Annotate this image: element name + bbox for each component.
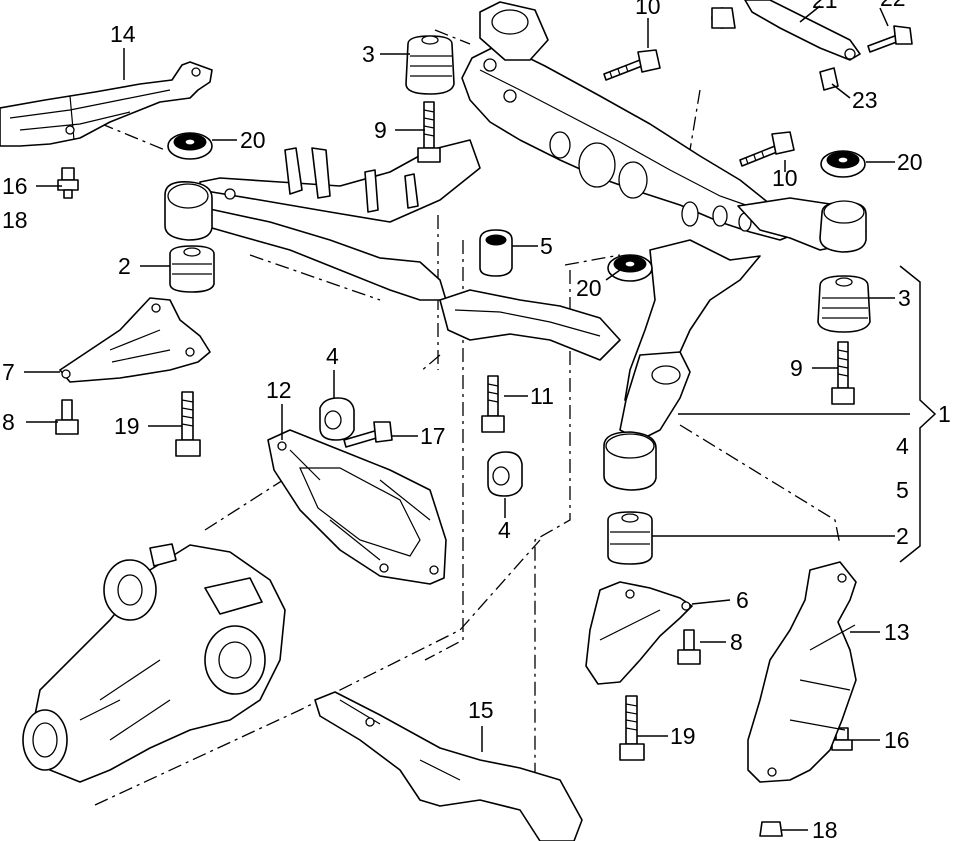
callout-9-right: 9 xyxy=(790,355,803,381)
callout-3-top: 3 xyxy=(362,41,375,67)
callout-4-top: 4 xyxy=(326,343,339,369)
callout-leaders xyxy=(24,5,937,831)
part-20-mount-caps xyxy=(167,132,866,282)
part-13-bracket xyxy=(747,561,857,783)
assembly-axis-lines xyxy=(74,29,841,806)
part-6-bracket xyxy=(585,581,693,685)
callout-4-assembly: 4 xyxy=(896,433,909,459)
callout-4-lower: 4 xyxy=(498,517,511,543)
callout-16-right: 16 xyxy=(884,727,910,753)
part-12-mount-plate xyxy=(267,429,447,585)
callout-12: 12 xyxy=(266,377,292,403)
callout-6: 6 xyxy=(736,587,749,613)
callout-5-assembly: 5 xyxy=(896,477,909,503)
part-4-bushings xyxy=(319,397,523,497)
part-7-bracket xyxy=(59,297,211,383)
callout-23: 23 xyxy=(852,87,878,113)
callout-20-right: 20 xyxy=(897,149,923,175)
callout-22: 22 xyxy=(880,0,906,11)
callout-15: 15 xyxy=(468,697,494,723)
callout-16-left: 16 xyxy=(2,173,28,199)
callout-11: 11 xyxy=(530,383,554,409)
part-2-bushings xyxy=(169,245,653,565)
callout-20-centre: 20 xyxy=(576,275,602,301)
part-14-heat-shield xyxy=(0,61,213,147)
callout-18-left: 18 xyxy=(2,207,28,233)
callout-8-left: 8 xyxy=(2,409,15,435)
callout-19-left: 19 xyxy=(114,413,140,439)
callout-1: 1 xyxy=(938,401,951,427)
final-drive-housing xyxy=(22,543,286,783)
callout-14: 14 xyxy=(110,21,136,47)
callout-21: 21 xyxy=(812,0,838,13)
callout-10-top: 10 xyxy=(635,0,661,19)
callout-17: 17 xyxy=(420,423,446,449)
callout-10-lower: 10 xyxy=(772,165,798,191)
fastener-bolts xyxy=(55,25,913,837)
callout-9-top: 9 xyxy=(374,117,387,143)
callout-5-top: 5 xyxy=(540,233,553,259)
callout-7: 7 xyxy=(2,359,15,385)
callout-2-left: 2 xyxy=(118,253,131,279)
part-3-bushings xyxy=(405,35,871,333)
callout-20-left: 20 xyxy=(240,127,266,153)
callout-18-right: 18 xyxy=(812,817,838,841)
callout-19-right: 19 xyxy=(670,723,696,749)
part-1-subframe xyxy=(164,1,867,491)
callout-8-right: 8 xyxy=(730,629,743,655)
callout-3-right: 3 xyxy=(898,285,911,311)
part-21-link xyxy=(711,0,861,61)
callout-13: 13 xyxy=(884,619,910,645)
part-15-bracket xyxy=(314,691,583,841)
part-5-bushing xyxy=(479,229,513,277)
callout-2-assembly: 2 xyxy=(896,523,909,549)
